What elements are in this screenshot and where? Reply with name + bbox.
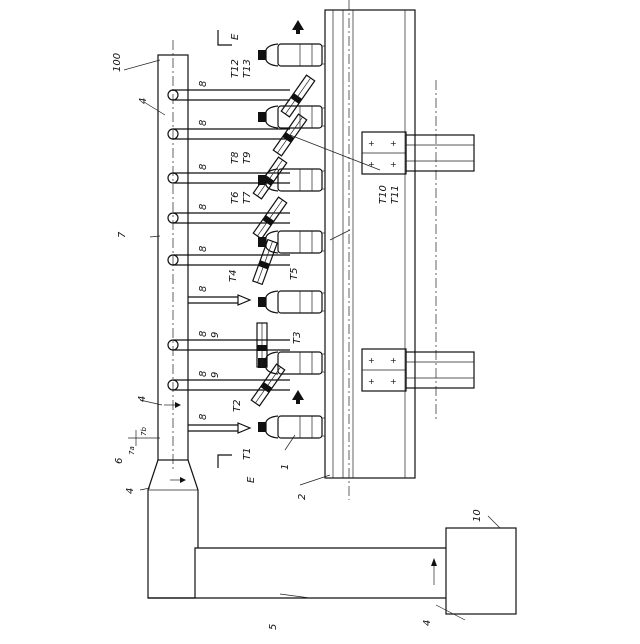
label-ref-6: 6 [114, 458, 125, 464]
bottle [258, 352, 325, 374]
arm: 8 [168, 331, 290, 350]
bottle [258, 416, 325, 438]
label-T8: T8 [230, 152, 241, 164]
label-ref-10: 10 [472, 509, 483, 522]
label-T6: T6 [230, 192, 241, 204]
label-T3: T3 [292, 332, 303, 344]
arrow-up-icon [292, 390, 304, 400]
bottle [258, 231, 325, 253]
label-T12: T12 [230, 59, 241, 78]
arrow-up-icon [292, 20, 304, 30]
label-ref-9: 9 [210, 372, 221, 378]
label-ref-7b: 7b [140, 427, 148, 436]
arm: 8 [168, 120, 290, 139]
bottle [258, 291, 325, 313]
label-ref-8: 8 [198, 331, 209, 337]
distribution-pipe [148, 40, 446, 598]
svg-text:+: + [368, 139, 375, 148]
bottle [258, 44, 325, 66]
label-T2: T2 [232, 400, 243, 412]
supply-unit [446, 528, 516, 614]
arm: 8 [188, 286, 250, 305]
label-ref-7: 7 [117, 231, 128, 238]
label-ref-4-left: 4 [125, 488, 136, 494]
tool-head [253, 240, 277, 285]
arrow-right-icon [175, 402, 181, 408]
label-T1: T1 [242, 448, 253, 460]
label-T4: T4 [228, 270, 239, 282]
svg-text:+: + [390, 160, 397, 169]
label-ref-4-bottom: 4 [422, 620, 433, 626]
label-ref-8: 8 [198, 286, 209, 292]
label-ref-1: 1 [280, 464, 291, 470]
label-ref-8: 8 [198, 81, 209, 87]
label-ref-7a: 7a [128, 446, 136, 455]
lower-bracket: + + + + [362, 349, 474, 391]
label-ref-4-middle: 4 [137, 396, 148, 402]
label-ref-8: 8 [198, 164, 209, 170]
svg-text:+: + [390, 377, 397, 386]
arm: 8 [168, 246, 290, 265]
label-ref-8: 8 [198, 371, 209, 377]
label-T10: T10 [378, 185, 389, 204]
upper-bracket: + + + + [362, 132, 474, 174]
svg-text:+: + [390, 139, 397, 148]
tool-head [281, 75, 314, 117]
label-section-E-bottom: E [246, 476, 257, 483]
svg-text:+: + [390, 356, 397, 365]
arm: 8 [188, 414, 250, 433]
label-section-E-top: E [230, 33, 241, 40]
conveyor-frame [325, 0, 436, 500]
label-T9: T9 [242, 152, 253, 164]
label-ref-8: 8 [198, 204, 209, 210]
arm: 8 [168, 81, 290, 100]
flow-arrows [164, 402, 437, 585]
label-T11: T11 [390, 185, 401, 204]
label-T5: T5 [289, 268, 300, 280]
arrow-right-icon [180, 477, 186, 483]
section-marks [218, 30, 232, 468]
label-T13: T13 [242, 59, 253, 78]
label-drawing-number: 100 [112, 53, 123, 72]
reference-labels: 100 4 7 4 6 7a 7b 4 5 4 10 1 2 E E T1 T2… [112, 33, 483, 630]
svg-text:+: + [368, 356, 375, 365]
arrow-up-icon [431, 558, 437, 566]
label-ref-8: 8 [198, 246, 209, 252]
label-ref-8: 8 [198, 120, 209, 126]
label-ref-4-upper: 4 [138, 98, 149, 104]
label-ref-2: 2 [297, 494, 308, 500]
svg-text:+: + [368, 377, 375, 386]
label-ref-9: 9 [210, 332, 221, 338]
label-ref-8: 8 [198, 414, 209, 420]
label-T7: T7 [242, 191, 253, 204]
label-ref-5: 5 [268, 624, 279, 630]
